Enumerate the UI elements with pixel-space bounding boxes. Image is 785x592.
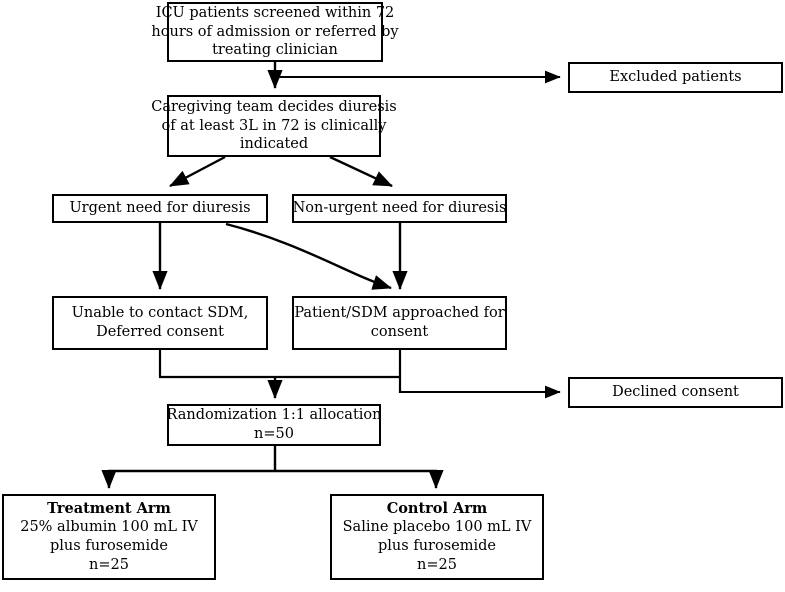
node-deferred-line-2: Deferred consent — [96, 324, 224, 340]
node-randomization: Randomization 1:1 allocation n=50 — [167, 404, 381, 446]
connector-randomization-split — [101, 446, 444, 489]
node-screened-patients: ICU patients screened within 72 hours of… — [151, 2, 399, 62]
node-deferred-line-1: Unable to contact SDM, — [71, 305, 249, 322]
node-deferred-consent: Unable to contact SDM, Deferred consent — [52, 296, 268, 350]
node-screened-line-2: hours of admission or referred by — [151, 23, 399, 40]
node-excluded-patients: Excluded patients — [568, 62, 783, 93]
node-control-arm: Control Arm Saline placebo 100 mL IV plu… — [330, 494, 544, 580]
connector-consent-to-declined — [398, 377, 561, 399]
node-declined-consent: Declined consent — [568, 377, 783, 408]
node-control-line-2: plus furosemide — [378, 538, 496, 554]
connector-urgent-to-approached — [225, 222, 392, 290]
node-declined-label: Declined consent — [612, 384, 739, 401]
node-non-urgent-need: Non-urgent need for diuresis — [292, 194, 507, 223]
node-decision-line-2: of at least 3L in 72 is clinically — [161, 117, 387, 134]
node-decision-line-1: Caregiving team decides diuresis — [151, 99, 397, 116]
node-excluded-label: Excluded patients — [609, 69, 742, 86]
node-control-heading: Control Arm — [386, 499, 488, 517]
node-nonurgent-label: Non-urgent need for diuresis — [292, 200, 507, 217]
node-treatment-line-3: n=25 — [89, 556, 129, 573]
node-control-line-3: n=25 — [417, 556, 457, 573]
node-treatment-line-2: plus furosemide — [50, 538, 168, 554]
node-treatment-line-1: 25% albumin 100 mL IV — [20, 519, 198, 536]
node-screened-line-3: treating clinician — [212, 42, 338, 59]
node-treatment-arm: Treatment Arm 25% albumin 100 mL IV plus… — [2, 494, 216, 580]
node-approached-line-2: consent — [370, 324, 429, 340]
node-patient-sdm-approached: Patient/SDM approached for consent — [292, 296, 507, 350]
node-screened-line-1: ICU patients screened within 72 — [155, 5, 395, 22]
node-treatment-heading: Treatment Arm — [47, 499, 171, 517]
node-decision-line-3: indicated — [239, 136, 309, 153]
node-randomization-line-1: Randomization 1:1 allocation — [166, 407, 382, 424]
connector-decision-to-urgent — [169, 155, 226, 188]
node-caregiving-team-decision: Caregiving team decides diuresis of at l… — [151, 95, 397, 157]
connector-decision-to-nonurgent — [329, 155, 393, 188]
node-urgent-need: Urgent need for diuresis — [52, 194, 268, 223]
connector-consent-merge-to-randomization — [158, 350, 402, 399]
node-urgent-label: Urgent need for diuresis — [69, 200, 251, 217]
node-randomization-line-2: n=50 — [254, 426, 294, 442]
node-approached-line-1: Patient/SDM approached for — [294, 305, 505, 322]
node-control-line-1: Saline placebo 100 mL IV — [342, 519, 532, 536]
